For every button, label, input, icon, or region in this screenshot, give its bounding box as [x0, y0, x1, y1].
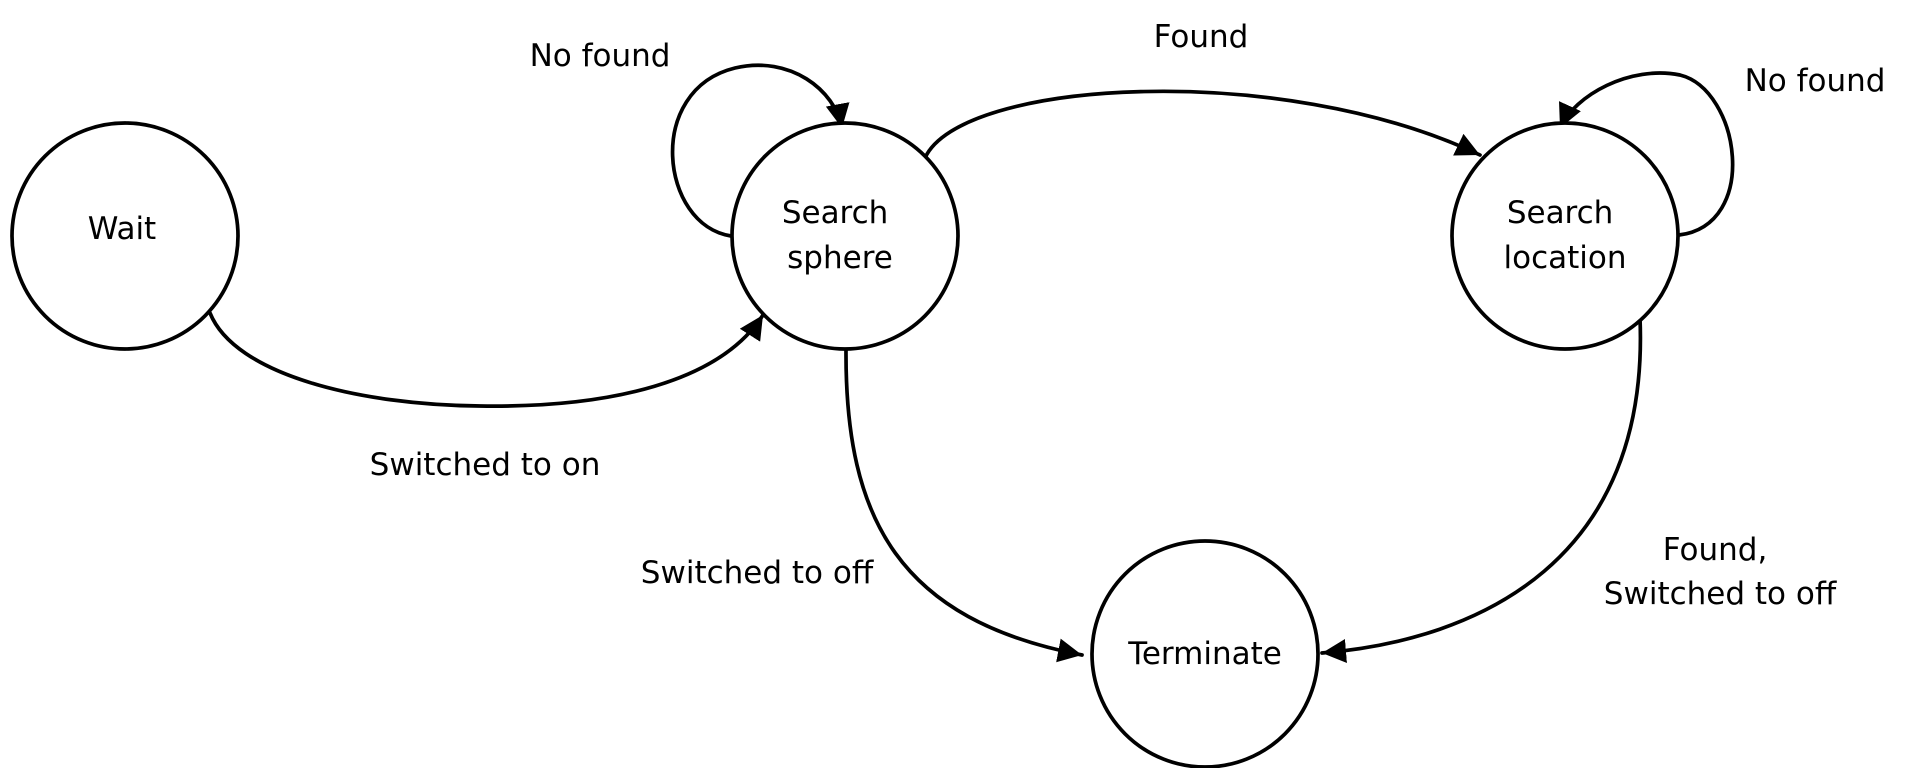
- state-search-sphere-label: Search sphere: [782, 195, 898, 276]
- label-location-to-terminate: Found, Switched to off: [1604, 532, 1837, 612]
- label-sphere-to-location: Found: [1154, 19, 1249, 55]
- edge-location-loop: [1558, 71, 1735, 237]
- state-search-sphere[interactable]: Search sphere: [730, 121, 960, 351]
- label-sphere-loop: No found: [530, 38, 671, 74]
- state-wait-label: Wait: [88, 211, 156, 247]
- state-search-location-label: Search location: [1503, 195, 1626, 276]
- label-wait-to-sphere: Switched to on: [370, 447, 601, 483]
- state-terminate-label: Terminate: [1127, 636, 1282, 672]
- state-search-sphere-circle: [730, 121, 960, 351]
- state-wait-circle: [10, 121, 240, 351]
- state-terminate[interactable]: Terminate: [1090, 539, 1320, 768]
- edge-wait-to-sphere: [208, 311, 765, 408]
- label-sphere-to-terminate: Switched to off: [641, 555, 874, 591]
- edge-sphere-to-terminate: [844, 348, 1084, 663]
- state-terminate-circle: [1090, 539, 1320, 768]
- edge-sphere-to-location: [923, 89, 1482, 160]
- state-search-location[interactable]: Search location: [1450, 121, 1680, 351]
- state-search-location-circle: [1450, 121, 1680, 351]
- state-wait[interactable]: Wait: [10, 121, 240, 351]
- edge-location-to-terminate: [1320, 316, 1643, 664]
- label-location-loop: No found: [1745, 63, 1886, 99]
- edge-sphere-loop: [670, 63, 850, 238]
